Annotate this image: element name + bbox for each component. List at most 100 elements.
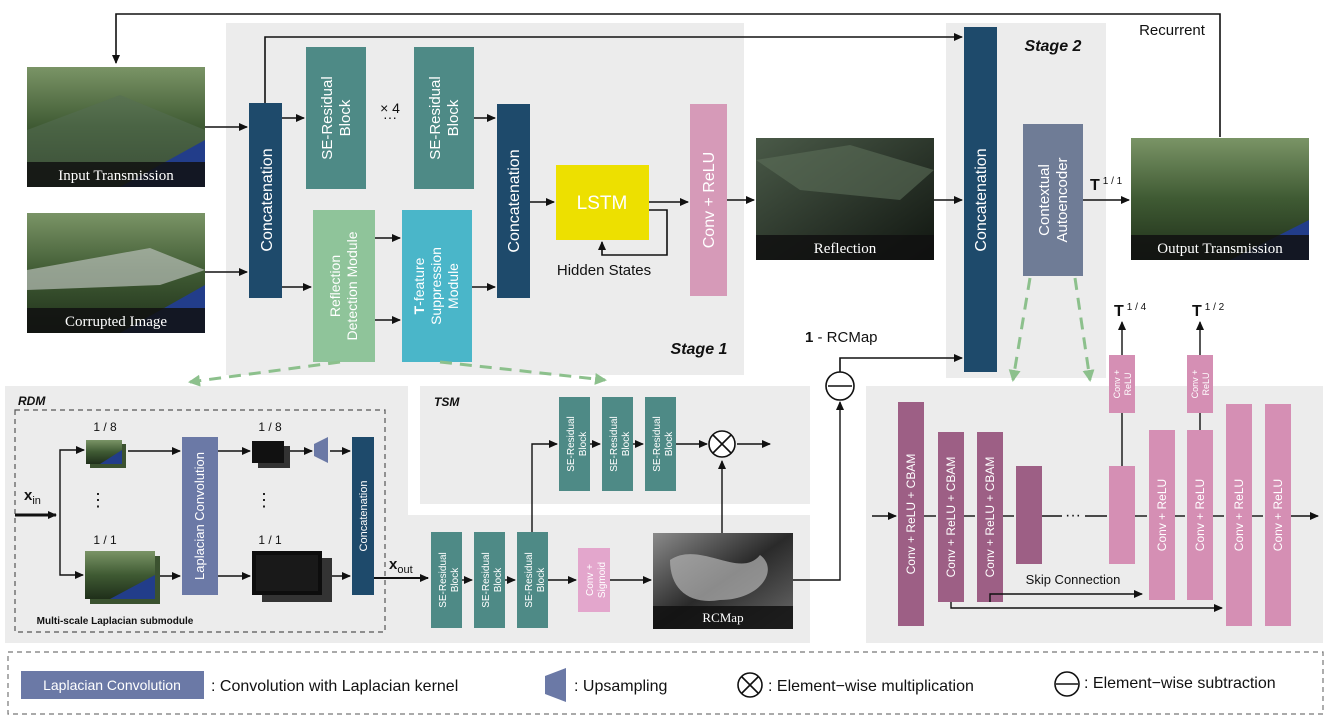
rcmap-image: [653, 533, 793, 629]
tsm-se-residual-3: [645, 397, 676, 491]
se2-text: SE-ResidualBlock: [427, 76, 462, 159]
dec-head-quarter: [1109, 355, 1135, 413]
concat-block-s2: [964, 27, 997, 372]
dec-pink-4-text: Conv + ReLU: [1232, 479, 1246, 551]
reflection-label: Reflection: [814, 241, 877, 257]
tsm-se6-text: SE-ResidualBlock: [524, 552, 547, 608]
contextual-autoencoder-block: [1023, 124, 1083, 276]
tsm-se1-text: SE-ResidualBlock: [566, 416, 589, 472]
rdm-image-full: [85, 551, 160, 604]
tsm-se4-text: SE-ResidualBlock: [438, 552, 461, 608]
reflection-image: [756, 138, 934, 260]
legend-dashed-box: [7, 651, 1324, 715]
multiscale-dashed-box: [14, 409, 386, 633]
rdm-concat-block: [352, 437, 374, 595]
rcmap-label: RCMap: [702, 610, 743, 625]
output-transmission-image: [1131, 138, 1309, 260]
dec-cbam-1: [898, 402, 924, 626]
legend-laplacian-desc: : Convolution with Laplacian kernel: [211, 678, 458, 695]
submodule-label: Multi-scale Laplacian submodule: [37, 616, 194, 627]
se-residual-block-2: [414, 47, 474, 189]
rdm-image-eighth: [86, 440, 126, 468]
rdm-title: RDM: [18, 394, 46, 408]
laplacian-conv-block: [182, 437, 218, 595]
legend-laplacian-box: [21, 671, 204, 699]
dec-head-half: [1187, 355, 1213, 413]
input-transmission-image: [27, 67, 205, 187]
rdm-scale-full-feat: 1 / 1: [258, 533, 282, 547]
subtract-icon: [825, 371, 855, 401]
rdm-concat-text: Concatenation: [358, 481, 370, 552]
stage1-panel: [226, 23, 744, 375]
rdm-vdots-left: ⋮: [89, 490, 107, 510]
tsm-se-residual-5: [474, 532, 505, 628]
se-residual-block-1: [306, 47, 366, 189]
dec-cbam-3: [977, 432, 1003, 602]
multiply-icon: [708, 430, 736, 458]
lstm-block: [556, 165, 649, 240]
rdm-scale-full-img: 1 / 1: [93, 533, 117, 547]
concat-block-2: [497, 104, 530, 298]
dec-head-half-text: Conv +ReLU: [1190, 370, 1211, 399]
tsm-block: [402, 210, 472, 362]
corrupted-image-label: Corrupted Image: [65, 314, 167, 330]
concat-s2-text: Concatenation: [973, 148, 990, 251]
tsm-se-residual-2: [602, 397, 633, 491]
output-transmission-label: Output Transmission: [1157, 241, 1283, 257]
tsm-se2-text: SE-ResidualBlock: [609, 416, 632, 472]
rdm-scale-eighth-feat: 1 / 8: [258, 420, 282, 434]
legend-upsampling-icon: [545, 668, 566, 702]
conv-sigmoid-text: Conv +Sigmoid: [585, 562, 608, 598]
dec-pink-3: [1187, 430, 1213, 600]
concat2-text: Concatenation: [506, 149, 523, 252]
legend-laplacian-box-text: Laplacian Convolution: [43, 677, 181, 693]
conv-sigmoid-block: [578, 548, 610, 612]
tsm-arrows: [462, 401, 844, 584]
rdm-arrows: [15, 446, 429, 582]
times4-label: × 4: [380, 100, 400, 116]
input-transmission-label: Input Transmission: [58, 168, 174, 184]
tsm-se-residual-6: [517, 532, 548, 628]
dec-head-quarter-text: Conv +ReLU: [1112, 370, 1133, 399]
dec-dots: ···: [1065, 507, 1081, 524]
xin-label: xin: [24, 487, 41, 507]
dec-cbam-1-text: Conv + ReLU + CBAM: [904, 454, 918, 575]
upsampling-icon: [314, 437, 328, 463]
lstm-text: LSTM: [577, 193, 628, 214]
dec-cbam-2: [938, 432, 964, 602]
tsm-block-text: T-featureSuppressionModule: [411, 247, 461, 325]
skip-connection-label: Skip Connection: [1026, 572, 1121, 587]
conv-relu-block-s1: [690, 104, 727, 296]
dec-pink-1: [1109, 466, 1135, 564]
laplacian-block-text: Laplacian Convolution: [192, 452, 207, 580]
tsm-se-residual-4: [431, 532, 462, 628]
dec-dark-block: [1016, 466, 1042, 564]
connector-arrows: [112, 13, 1221, 373]
dec-pink-5: [1265, 404, 1291, 626]
dec-pink-2: [1149, 430, 1175, 600]
dec-cbam-3-text: Conv + ReLU + CBAM: [983, 457, 997, 578]
rdm-feature-eighth: [252, 441, 290, 468]
stage1-label: Stage 1: [671, 341, 728, 358]
dec-pink-5-text: Conv + ReLU: [1271, 479, 1285, 551]
legend-subtract-desc: : Element−wise subtraction: [1084, 675, 1276, 692]
stage2-label: Stage 2: [1025, 38, 1082, 55]
tsm-title: TSM: [434, 395, 460, 409]
dec-pink-4: [1226, 404, 1252, 626]
hidden-states-text: Hidden States: [557, 262, 651, 279]
legend-upsampling-desc: : Upsampling: [574, 678, 667, 695]
tsm-se-residual-1: [559, 397, 590, 491]
se1-text: SE-ResidualBlock: [319, 76, 354, 159]
concat1-text: Concatenation: [259, 148, 276, 251]
autoencoder-text: ContextualAutoencoder: [1036, 157, 1071, 242]
legend-multiply-icon: [737, 672, 763, 698]
dec-pink-2-text: Conv + ReLU: [1155, 479, 1169, 551]
rdm-feature-full: [252, 551, 332, 602]
tsm-se3-text: SE-ResidualBlock: [652, 416, 675, 472]
tsm-se5-text: SE-ResidualBlock: [481, 552, 504, 608]
rdm-block-text: ReflectionDetection Module: [327, 231, 360, 340]
